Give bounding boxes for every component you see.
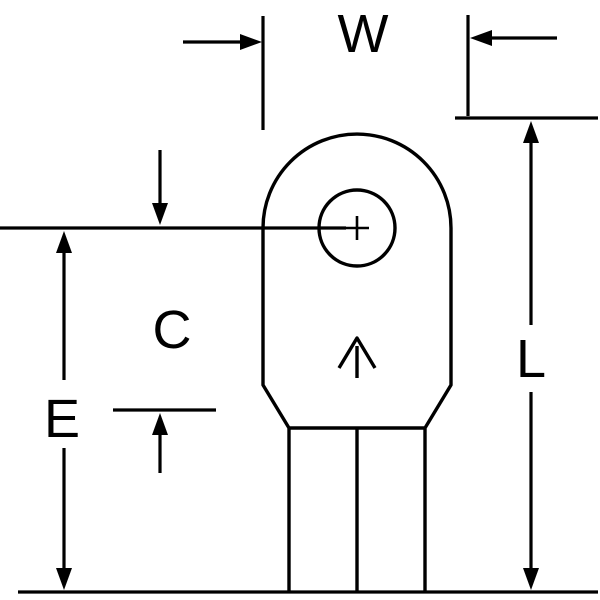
dim-label-e: E xyxy=(44,389,80,449)
dim-label-l: L xyxy=(516,329,546,389)
diagram-labels: W C E L xyxy=(44,4,546,449)
diagram-lines xyxy=(0,15,598,594)
dim-c-arrowhead-up xyxy=(152,413,168,435)
terminal-outline xyxy=(261,132,453,591)
dim-label-c: C xyxy=(153,300,192,360)
dim-e-arrowhead-bottom xyxy=(56,568,72,590)
diagram-arrowheads xyxy=(56,30,539,590)
dim-c-arrowhead-down xyxy=(152,203,168,225)
dim-l-arrowhead-top xyxy=(523,121,539,143)
body-direction-marker xyxy=(337,336,377,378)
dim-w-arrowhead-right xyxy=(470,30,492,46)
dim-label-w: W xyxy=(338,4,389,64)
hole-center-mark xyxy=(345,216,369,240)
dim-e-arrowhead-top xyxy=(56,231,72,253)
dim-w-arrowhead-left xyxy=(240,34,262,50)
dim-l-arrowhead-bottom xyxy=(523,568,539,590)
